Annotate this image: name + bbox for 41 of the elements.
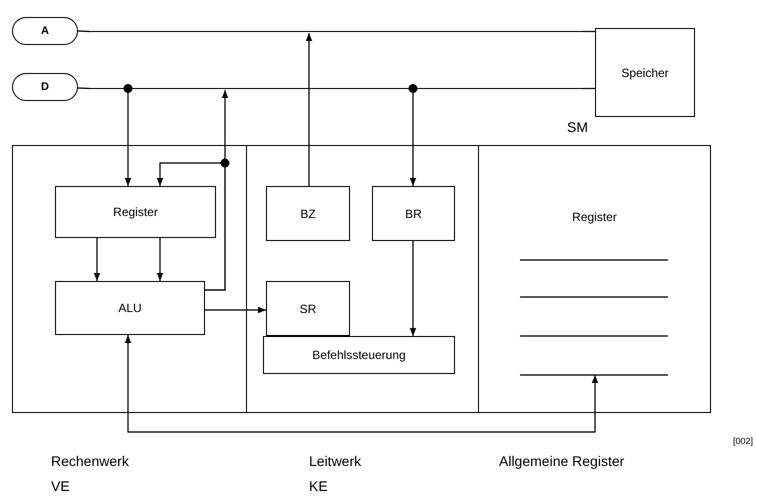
figure-number: [002] <box>733 436 754 446</box>
bus-line <box>78 87 90 90</box>
box-label: BZ <box>300 206 316 220</box>
box-label: SR <box>300 302 316 316</box>
data-bus-line <box>90 88 583 90</box>
arrow <box>306 33 312 186</box>
bus-line <box>583 88 595 90</box>
arrow <box>410 90 416 186</box>
arrow <box>94 238 100 281</box>
unit-caption: Allgemeine Register <box>499 453 624 469</box>
bus-line <box>78 30 90 32</box>
box-label: Speicher <box>621 66 669 80</box>
arrow <box>124 335 598 433</box>
box-label: Register <box>113 205 158 219</box>
unit-caption: Leitwerk <box>309 453 362 469</box>
bus-label <box>12 17 78 45</box>
register-box <box>266 186 350 241</box>
alu-box <box>55 281 205 335</box>
unit-caption: Rechenwerk <box>51 453 129 469</box>
memory-caption: SM <box>567 119 588 135</box>
arrow <box>156 238 164 281</box>
unit-caption: VE <box>51 478 70 494</box>
arrow <box>156 162 226 291</box>
panel-label: Register <box>571 210 618 224</box>
arrow <box>410 241 416 336</box>
register-box <box>266 281 350 336</box>
register-box <box>55 186 216 238</box>
control-box <box>263 336 455 374</box>
arrow <box>124 90 132 186</box>
box-label: D <box>41 81 49 93</box>
box-label: BR <box>405 206 422 220</box>
memory-box <box>595 28 695 117</box>
arrow <box>205 306 266 314</box>
box-label: A <box>41 25 49 37</box>
box-label: Befehlssteuerung <box>312 348 406 362</box>
bus-line <box>583 30 595 32</box>
unit-caption: KE <box>309 478 328 494</box>
address-bus-line <box>90 30 583 32</box>
box-label: ALU <box>118 301 142 315</box>
register-box <box>372 186 455 241</box>
bus-label <box>12 73 78 101</box>
